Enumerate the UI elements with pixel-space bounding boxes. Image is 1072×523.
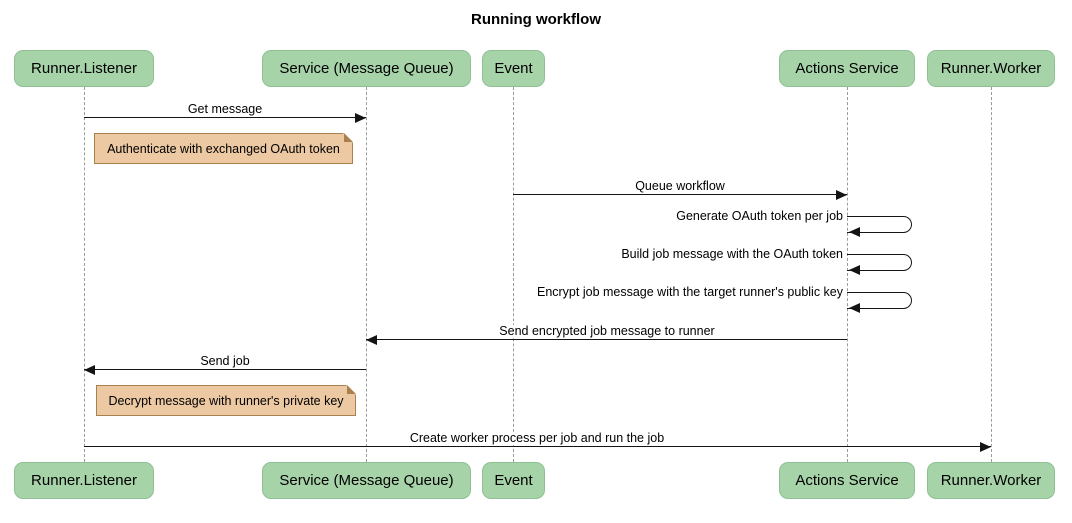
note-decrypt: Decrypt message with runner's private ke… <box>96 385 356 416</box>
message-label-queue-workflow: Queue workflow <box>633 179 727 193</box>
actor-bottom-actions-service: Actions Service <box>779 462 915 499</box>
lifeline-actions-service <box>847 87 848 462</box>
actor-top-runner-worker: Runner.Worker <box>927 50 1055 87</box>
actor-top-actions-service: Actions Service <box>779 50 915 87</box>
lifeline-service-message-queue <box>366 87 367 462</box>
actor-label: Event <box>494 60 533 77</box>
actor-label: Runner.Listener <box>31 60 137 77</box>
actor-top-runner-listener: Runner.Listener <box>14 50 154 87</box>
actor-label: Service (Message Queue) <box>279 472 454 489</box>
lifeline-event <box>513 87 514 462</box>
message-line-send-encrypted <box>366 339 847 340</box>
actor-label: Runner.Worker <box>940 472 1042 489</box>
message-line-queue-workflow <box>513 194 847 195</box>
message-line-create-worker <box>84 446 991 447</box>
self-loop-build-job-message <box>847 254 912 271</box>
actor-top-service-message-queue: Service (Message Queue) <box>262 50 471 87</box>
self-loop-encrypt-job-message <box>847 292 912 309</box>
actor-label: Event <box>494 472 533 489</box>
actor-label: Actions Service <box>795 472 899 489</box>
actor-label: Runner.Worker <box>940 60 1042 77</box>
message-label-encrypt-job-message: Encrypt job message with the target runn… <box>536 285 843 299</box>
arrowhead-icon <box>849 227 860 237</box>
note-text: Decrypt message with runner's private ke… <box>108 393 344 408</box>
lifeline-runner-worker <box>991 87 992 462</box>
message-label-get-message: Get message <box>185 102 265 116</box>
arrowhead-icon <box>355 113 366 123</box>
message-label-send-job: Send job <box>198 354 252 368</box>
actor-bottom-service-message-queue: Service (Message Queue) <box>262 462 471 499</box>
self-loop-generate-oauth-token <box>847 216 912 233</box>
message-label-create-worker: Create worker process per job and run th… <box>407 431 667 445</box>
note-text: Authenticate with exchanged OAuth token <box>107 141 340 156</box>
actor-bottom-runner-listener: Runner.Listener <box>14 462 154 499</box>
actor-label: Actions Service <box>795 60 899 77</box>
message-line-get-message <box>84 117 366 118</box>
actor-label: Service (Message Queue) <box>279 60 454 77</box>
message-line-send-job <box>84 369 366 370</box>
arrowhead-icon <box>849 265 860 275</box>
actor-bottom-event: Event <box>482 462 545 499</box>
message-label-build-job-message: Build job message with the OAuth token <box>621 247 843 261</box>
actor-top-event: Event <box>482 50 545 87</box>
message-label-send-encrypted: Send encrypted job message to runner <box>497 324 717 338</box>
actor-label: Runner.Listener <box>31 472 137 489</box>
lifeline-runner-listener <box>84 87 85 462</box>
note-authenticate: Authenticate with exchanged OAuth token <box>94 133 353 164</box>
arrowhead-icon <box>836 190 847 200</box>
diagram-title: Running workflow <box>471 11 601 28</box>
arrowhead-icon <box>849 303 860 313</box>
actor-bottom-runner-worker: Runner.Worker <box>927 462 1055 499</box>
arrowhead-icon <box>84 365 95 375</box>
arrowhead-icon <box>366 335 377 345</box>
arrowhead-icon <box>980 442 991 452</box>
message-label-generate-oauth-token: Generate OAuth token per job <box>676 209 843 223</box>
